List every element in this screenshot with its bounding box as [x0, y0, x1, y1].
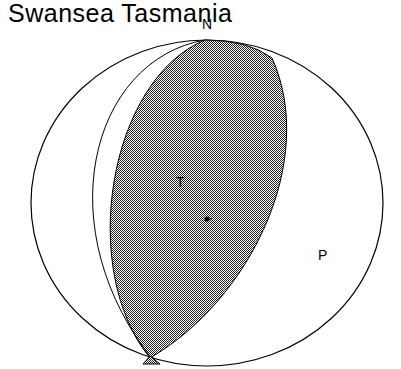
- tension-axis-label: T: [176, 175, 185, 189]
- plane-crossing: [143, 356, 160, 364]
- compression-quadrant: [110, 40, 286, 358]
- diagram-title: Swansea Tasmania: [8, 1, 232, 26]
- north-label: N: [202, 17, 212, 31]
- nodal-plane: [93, 40, 205, 364]
- center-tick: [207, 219, 212, 220]
- focal-sphere: [31, 40, 383, 366]
- pressure-axis-label: P: [318, 248, 327, 262]
